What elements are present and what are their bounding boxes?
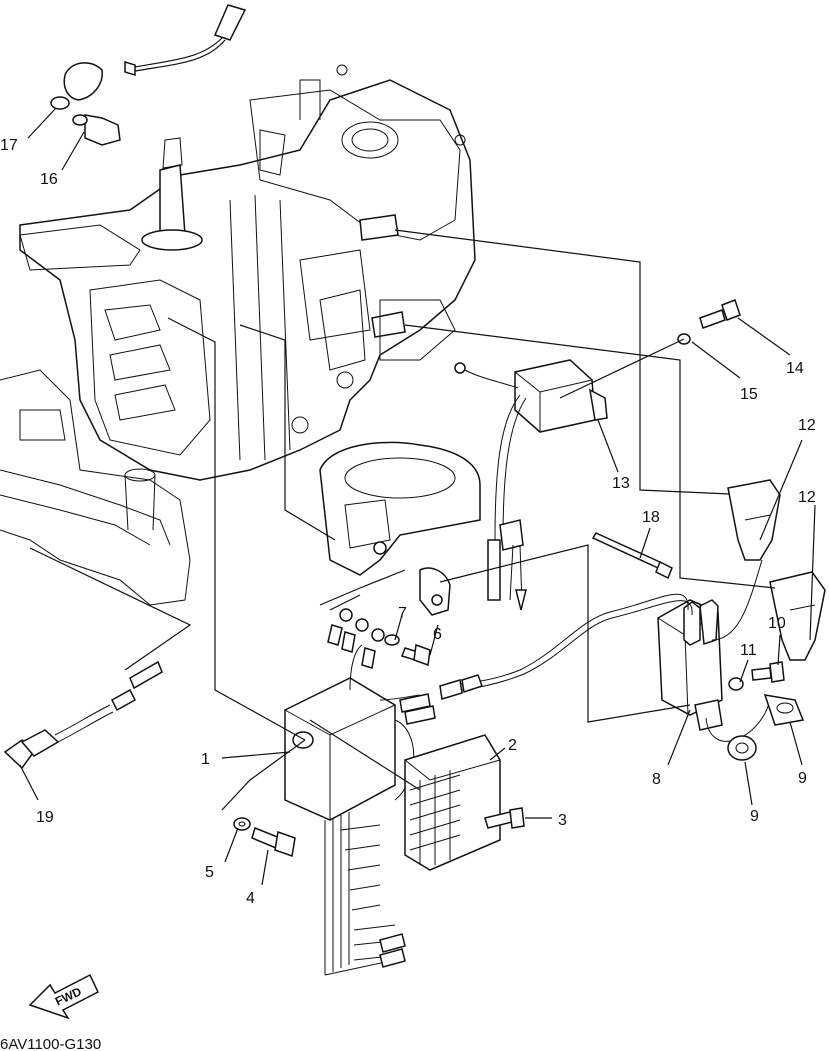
- callout-17: 17: [0, 137, 18, 154]
- part-6-screw: [401, 643, 431, 667]
- part-4-bolt: [251, 826, 296, 858]
- terminal-connectors: [327, 608, 385, 669]
- callout-15: 15: [740, 386, 758, 403]
- part-13-charge-coil: [454, 359, 608, 611]
- part-11-washer: [728, 677, 744, 691]
- engine-block: [19, 64, 476, 481]
- callout-5: 5: [205, 864, 214, 881]
- callout-numbers: 17 16 1 2 3 4 5 6 7 8 9 9 10 11 12 12 13…: [0, 137, 816, 907]
- part-19-sensor: [3, 660, 163, 770]
- callout-14: 14: [786, 360, 804, 377]
- callout-9b: 9: [798, 770, 807, 787]
- part-7-washer: [384, 634, 400, 646]
- part-3-screw: [484, 807, 525, 829]
- callout-8: 8: [652, 771, 661, 788]
- part-8-ignition-coil: [439, 559, 771, 742]
- callout-16: 16: [40, 171, 58, 188]
- callout-13: 13: [612, 475, 630, 492]
- part-18-cable-tie: [591, 532, 673, 580]
- pulser-coil-bracket: [319, 441, 481, 616]
- callout-10: 10: [768, 615, 786, 632]
- assembly-leader-lines: [29, 229, 776, 811]
- callout-7: 7: [398, 605, 407, 622]
- part-1-cdi-unit: [284, 644, 436, 976]
- part-2-rectifier: [404, 734, 501, 871]
- callout-11: 11: [740, 642, 757, 659]
- callout-12b: 12: [798, 489, 816, 506]
- callout-leaders: [19, 107, 816, 886]
- part-5-washer: [233, 817, 251, 831]
- callout-3: 3: [558, 812, 567, 829]
- part-16-sensor: [72, 114, 121, 146]
- callout-18: 18: [642, 509, 660, 526]
- lower-housing: [0, 369, 191, 606]
- callout-9a: 9: [750, 808, 759, 825]
- part-17-lead: [50, 4, 247, 110]
- fwd-arrow: FWD: [28, 973, 99, 1020]
- callout-4: 4: [246, 890, 255, 907]
- callout-6: 6: [433, 626, 442, 643]
- part-code: 6AV1100-G130: [0, 1036, 101, 1051]
- part-14-bolt: [699, 299, 741, 329]
- callout-1: 1: [201, 751, 210, 768]
- part-10-screw: [751, 661, 785, 683]
- callout-12a: 12: [798, 417, 816, 434]
- callout-19: 19: [36, 809, 54, 826]
- callout-2: 2: [508, 737, 517, 754]
- part-9-grommets: [727, 694, 805, 761]
